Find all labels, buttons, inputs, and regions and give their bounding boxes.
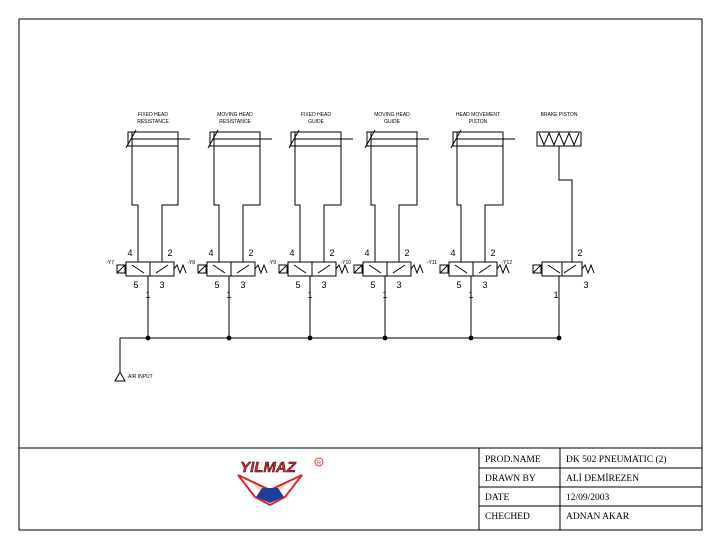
solenoid-signal-label: -Y12: [501, 260, 512, 266]
actuator-label: BRAKE PISTON: [541, 112, 578, 118]
valve-column-6: BRAKE PISTON -Y12 2 3 1: [501, 112, 595, 341]
actuator-label: HEAD MOVEMENT: [456, 112, 500, 118]
port-5-label: 5: [133, 280, 138, 290]
junction-dot: [226, 335, 232, 341]
junction-dot: [468, 335, 474, 341]
port-3-label: 3: [583, 280, 588, 290]
air-input-label: AIR INPUT: [128, 374, 153, 380]
port-5-label: 5: [456, 280, 461, 290]
junction-dot: [307, 335, 313, 341]
port-2-label: 2: [577, 248, 582, 258]
directional-valve: [197, 261, 268, 277]
cylinder: [207, 129, 272, 149]
logo-blue-triangle: [256, 488, 284, 503]
port-4-label: 4: [127, 248, 132, 258]
actuator-label-line2: GUIDE: [308, 119, 325, 125]
port-2-label: 2: [329, 248, 334, 258]
working-lines: [558, 146, 573, 262]
title-block-text: PROD.NAME DK 502 PNEUMATIC (2) DRAWN BY …: [485, 454, 667, 522]
port-4-label: 4: [364, 248, 369, 258]
air-input-symbol: AIR INPUT: [114, 370, 153, 382]
logo-wordmark: YILMAZ: [240, 459, 297, 476]
directional-valve: [353, 261, 424, 277]
port-3-label: 3: [321, 280, 326, 290]
port-3-label: 3: [240, 280, 245, 290]
actuator-label: MOVING HEAD: [374, 112, 410, 118]
port-2-label: 2: [490, 248, 495, 258]
label-prod-name: PROD.NAME: [485, 455, 541, 465]
working-lines: [370, 146, 418, 262]
port-5-label: 5: [295, 280, 300, 290]
port-2-label: 2: [404, 248, 409, 258]
label-checked: CHECHED: [485, 512, 530, 522]
port-1-label: 1: [553, 290, 558, 300]
cylinder: [288, 129, 353, 149]
port-5-label: 5: [214, 280, 219, 290]
solenoid-signal-label: -Y11: [427, 260, 437, 266]
actuator-label-line2: RESISTANCE: [137, 119, 169, 125]
solenoid-signal-label: -Y7: [106, 260, 114, 266]
actuator-label: FIXED HEAD: [301, 112, 331, 118]
solenoid-signal-label: -Y10: [340, 260, 351, 266]
directional-valve: [278, 261, 349, 277]
directional-valve: [116, 261, 187, 277]
cylinder: [364, 129, 429, 149]
working-lines: [294, 146, 342, 262]
registered-mark: [314, 457, 324, 467]
solenoid-signal-label: -Y9: [268, 260, 276, 266]
supply-line: [119, 337, 559, 372]
value-drawn-by: ALİ DEMİREZEN: [566, 472, 639, 484]
working-lines: [456, 146, 504, 262]
working-lines: [213, 146, 261, 262]
port-4-label: 4: [208, 248, 213, 258]
value-prod-name: DK 502 PNEUMATIC (2): [566, 454, 667, 465]
port-5-label: 5: [370, 280, 375, 290]
port-2-label: 2: [248, 248, 253, 258]
port-3-label: 3: [482, 280, 487, 290]
junction-dot: [145, 335, 151, 341]
port-3-label: 3: [396, 280, 401, 290]
directional-valve: [532, 261, 595, 277]
value-checked: ADNAN AKAR: [566, 512, 630, 522]
brake-piston-cylinder: [536, 131, 582, 147]
cylinder: [450, 129, 515, 149]
value-date: 12/09/2003: [566, 493, 610, 503]
actuator-label-line2: RESISTANCE: [219, 119, 251, 125]
label-date: DATE: [485, 493, 509, 503]
actuator-label-line2: PISTON: [469, 119, 488, 125]
registered-mark-letter: R: [317, 461, 321, 467]
port-3-label: 3: [159, 280, 164, 290]
working-lines: [131, 146, 179, 262]
junction-dot: [382, 335, 388, 341]
title-block: [478, 448, 702, 530]
solenoid-signal-label: -Y8: [187, 260, 195, 266]
cylinder: [125, 129, 190, 149]
port-4-label: 4: [450, 248, 455, 258]
directional-valve: [439, 261, 510, 277]
yilmaz-logo: YILMAZ R: [237, 457, 324, 507]
actuator-label: MOVING HEAD: [217, 112, 253, 118]
actuator-label: FIXED HEAD: [138, 112, 168, 118]
sheet-border: [18, 18, 703, 531]
port-2-label: 2: [167, 248, 172, 258]
junction-dot: [556, 335, 562, 341]
actuator-label-line2: GUIDE: [384, 119, 401, 125]
port-4-label: 4: [289, 248, 294, 258]
label-drawn-by: DRAWN BY: [485, 474, 536, 484]
